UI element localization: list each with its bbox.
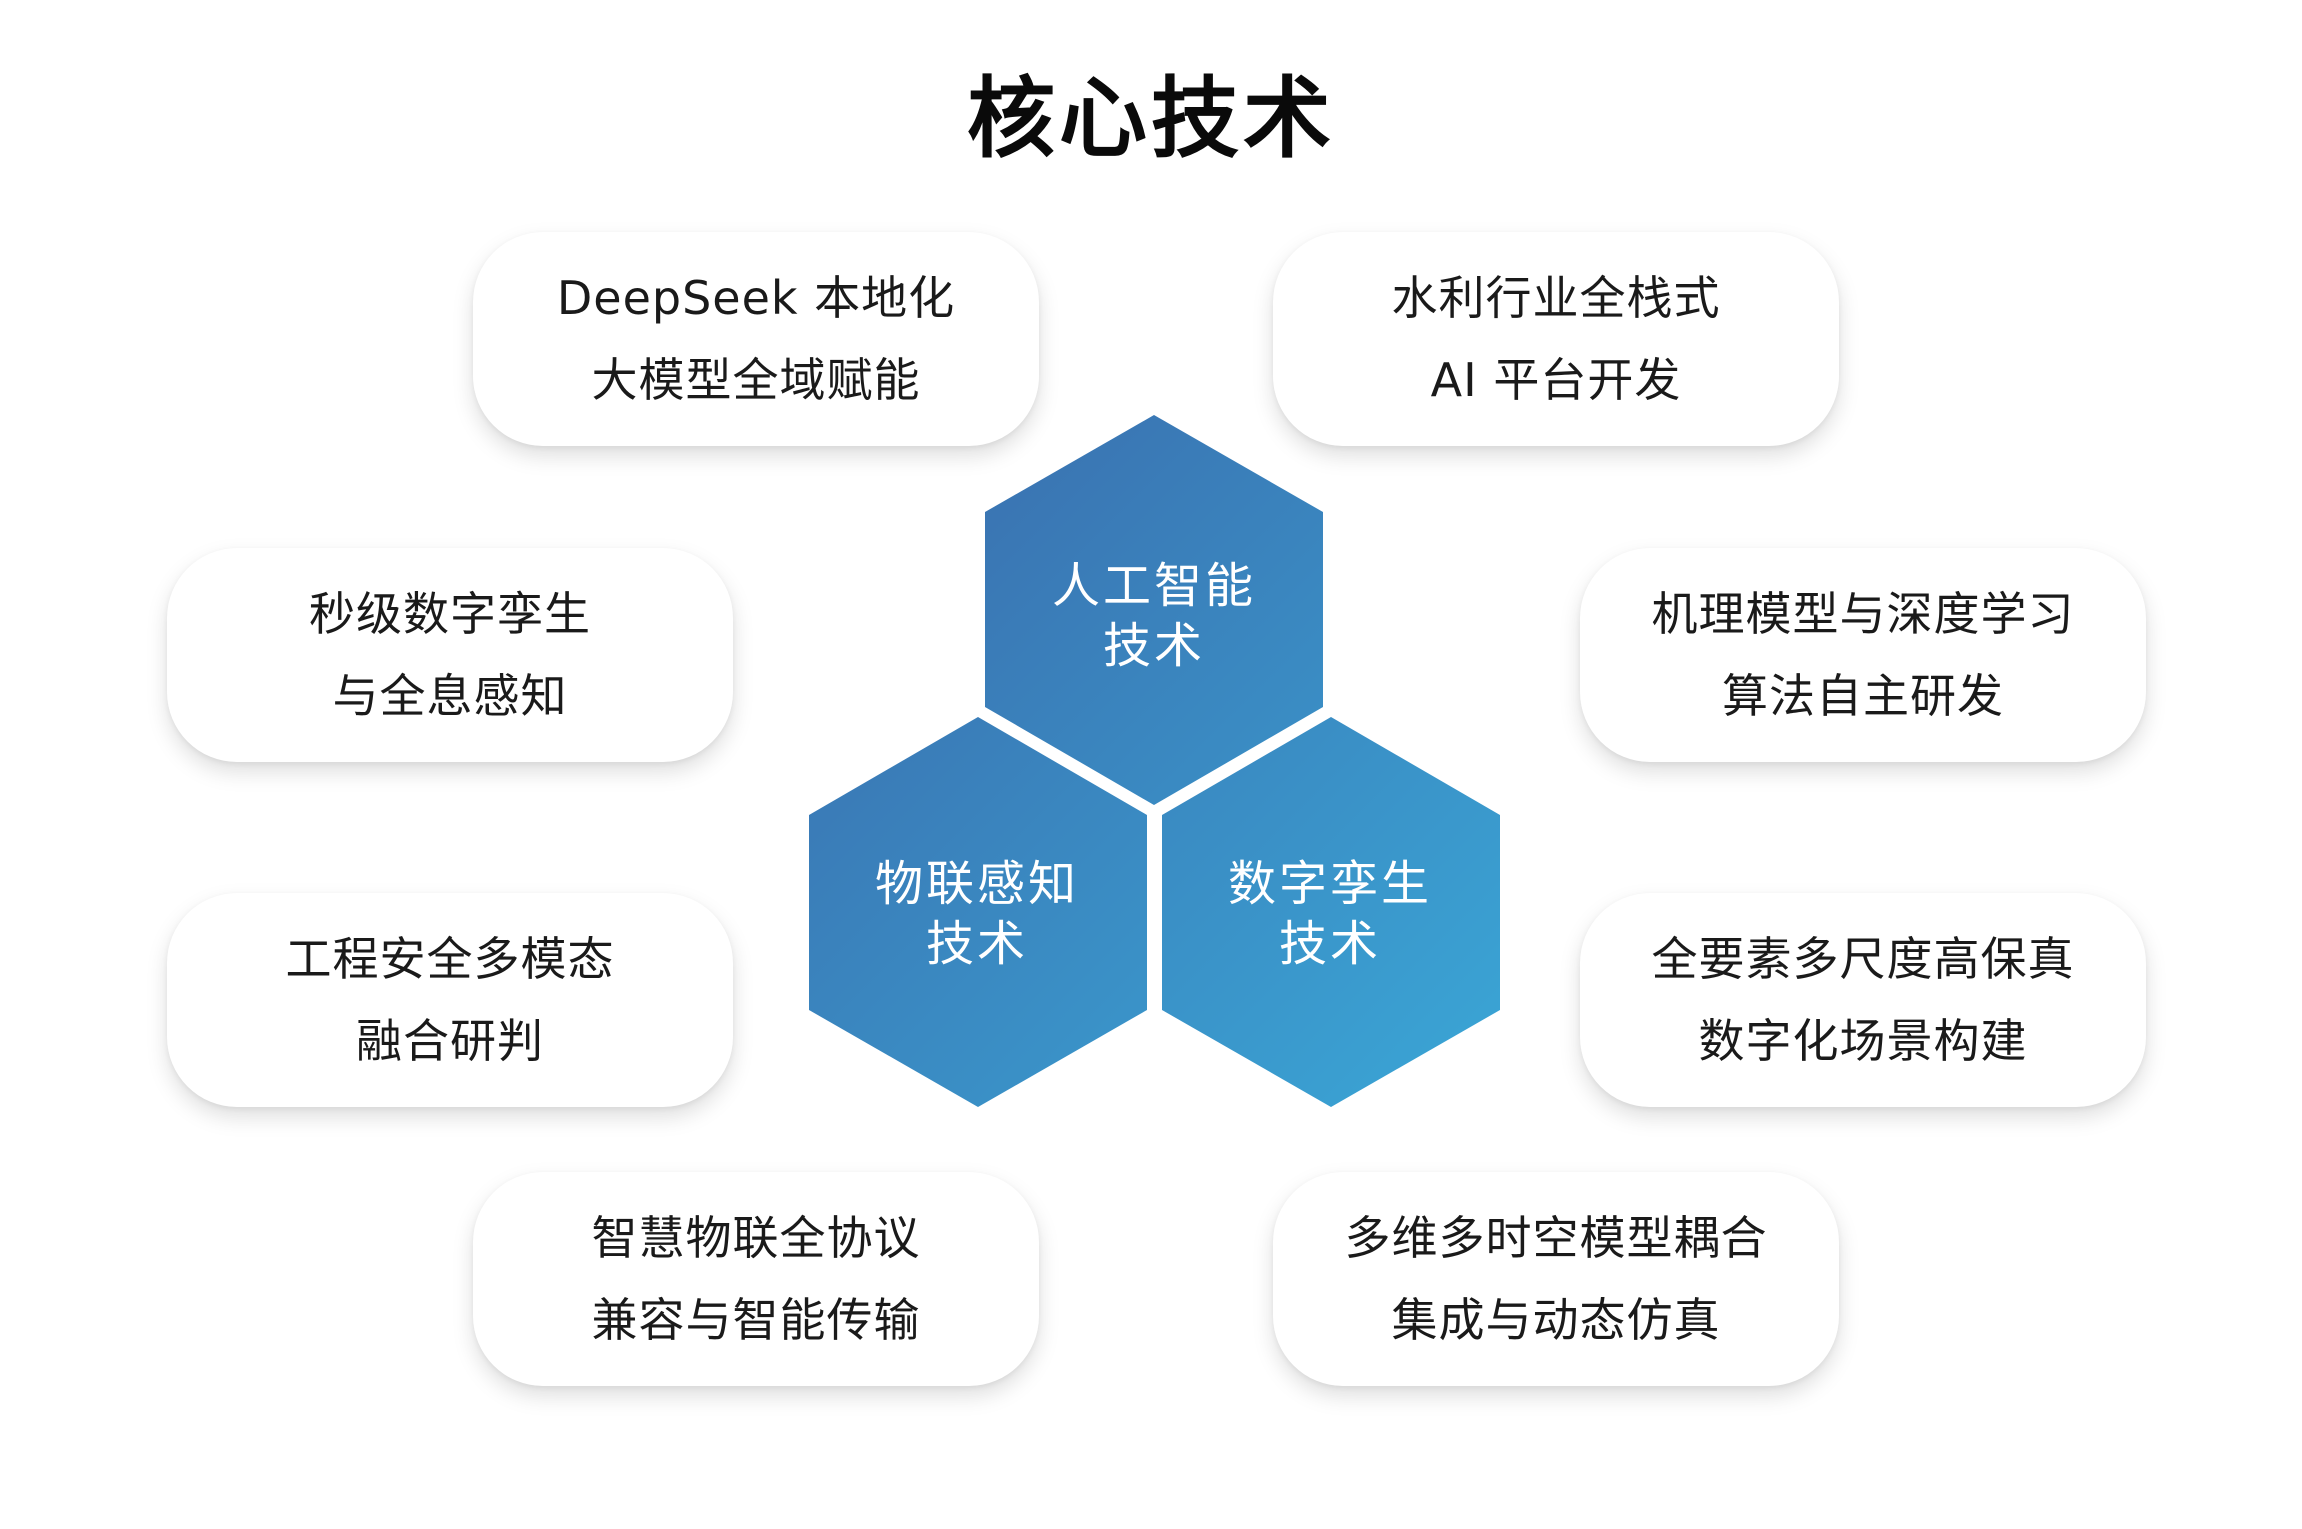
card-line: 秒级数字孪生 <box>309 587 591 641</box>
card-line: 智慧物联全协议 <box>591 1211 921 1265</box>
card-line: DeepSeek 本地化 <box>556 271 956 325</box>
card-line: 融合研判 <box>356 1014 544 1068</box>
hexagon-iot-line-2: 技术 <box>925 916 1028 972</box>
hexagon-ai-line-2: 技术 <box>1102 618 1205 674</box>
hexagon-iot-label: 物联感知 技术 <box>807 854 1147 974</box>
card-line: 大模型全域赋能 <box>591 353 921 407</box>
card-line: 算法自主研发 <box>1722 669 2004 723</box>
card-digital-twin-perception: 秒级数字孪生 与全息感知 <box>167 548 733 762</box>
card-model-coupling: 多维多时空模型耦合 集成与动态仿真 <box>1273 1172 1839 1386</box>
card-engineering-safety: 工程安全多模态 融合研判 <box>167 893 733 1107</box>
hexagon-ai <box>985 415 1323 805</box>
card-line: AI 平台开发 <box>1430 353 1682 407</box>
card-mechanism-models: 机理模型与深度学习 算法自主研发 <box>1580 548 2146 762</box>
hexagon-twin-line-2: 技术 <box>1278 916 1381 972</box>
hexagon-iot <box>809 717 1147 1107</box>
card-deepseek: DeepSeek 本地化 大模型全域赋能 <box>473 232 1039 446</box>
card-iot-protocol: 智慧物联全协议 兼容与智能传输 <box>473 1172 1039 1386</box>
hexagon-twin-line-1: 数字孪生 <box>1227 856 1432 912</box>
card-ai-platform: 水利行业全栈式 AI 平台开发 <box>1273 232 1839 446</box>
card-line: 集成与动态仿真 <box>1391 1293 1721 1347</box>
card-line: 兼容与智能传输 <box>591 1293 921 1347</box>
card-line: 工程安全多模态 <box>285 932 615 986</box>
page-title: 核心技术 <box>966 67 1335 170</box>
card-scene-construction: 全要素多尺度高保真 数字化场景构建 <box>1580 893 2146 1107</box>
card-line: 多维多时空模型耦合 <box>1344 1211 1768 1265</box>
hexagon-twin-label: 数字孪生 技术 <box>1160 854 1500 974</box>
hexagon-twin <box>1162 717 1500 1107</box>
card-line: 数字化场景构建 <box>1698 1014 2028 1068</box>
card-line: 与全息感知 <box>332 669 568 723</box>
card-line: 全要素多尺度高保真 <box>1651 932 2075 986</box>
card-line: 水利行业全栈式 <box>1391 271 1721 325</box>
hexagon-ai-label: 人工智能 技术 <box>984 556 1324 676</box>
card-line: 机理模型与深度学习 <box>1651 587 2075 641</box>
hexagon-ai-line-1: 人工智能 <box>1051 558 1256 614</box>
hexagon-iot-line-1: 物联感知 <box>874 856 1079 912</box>
